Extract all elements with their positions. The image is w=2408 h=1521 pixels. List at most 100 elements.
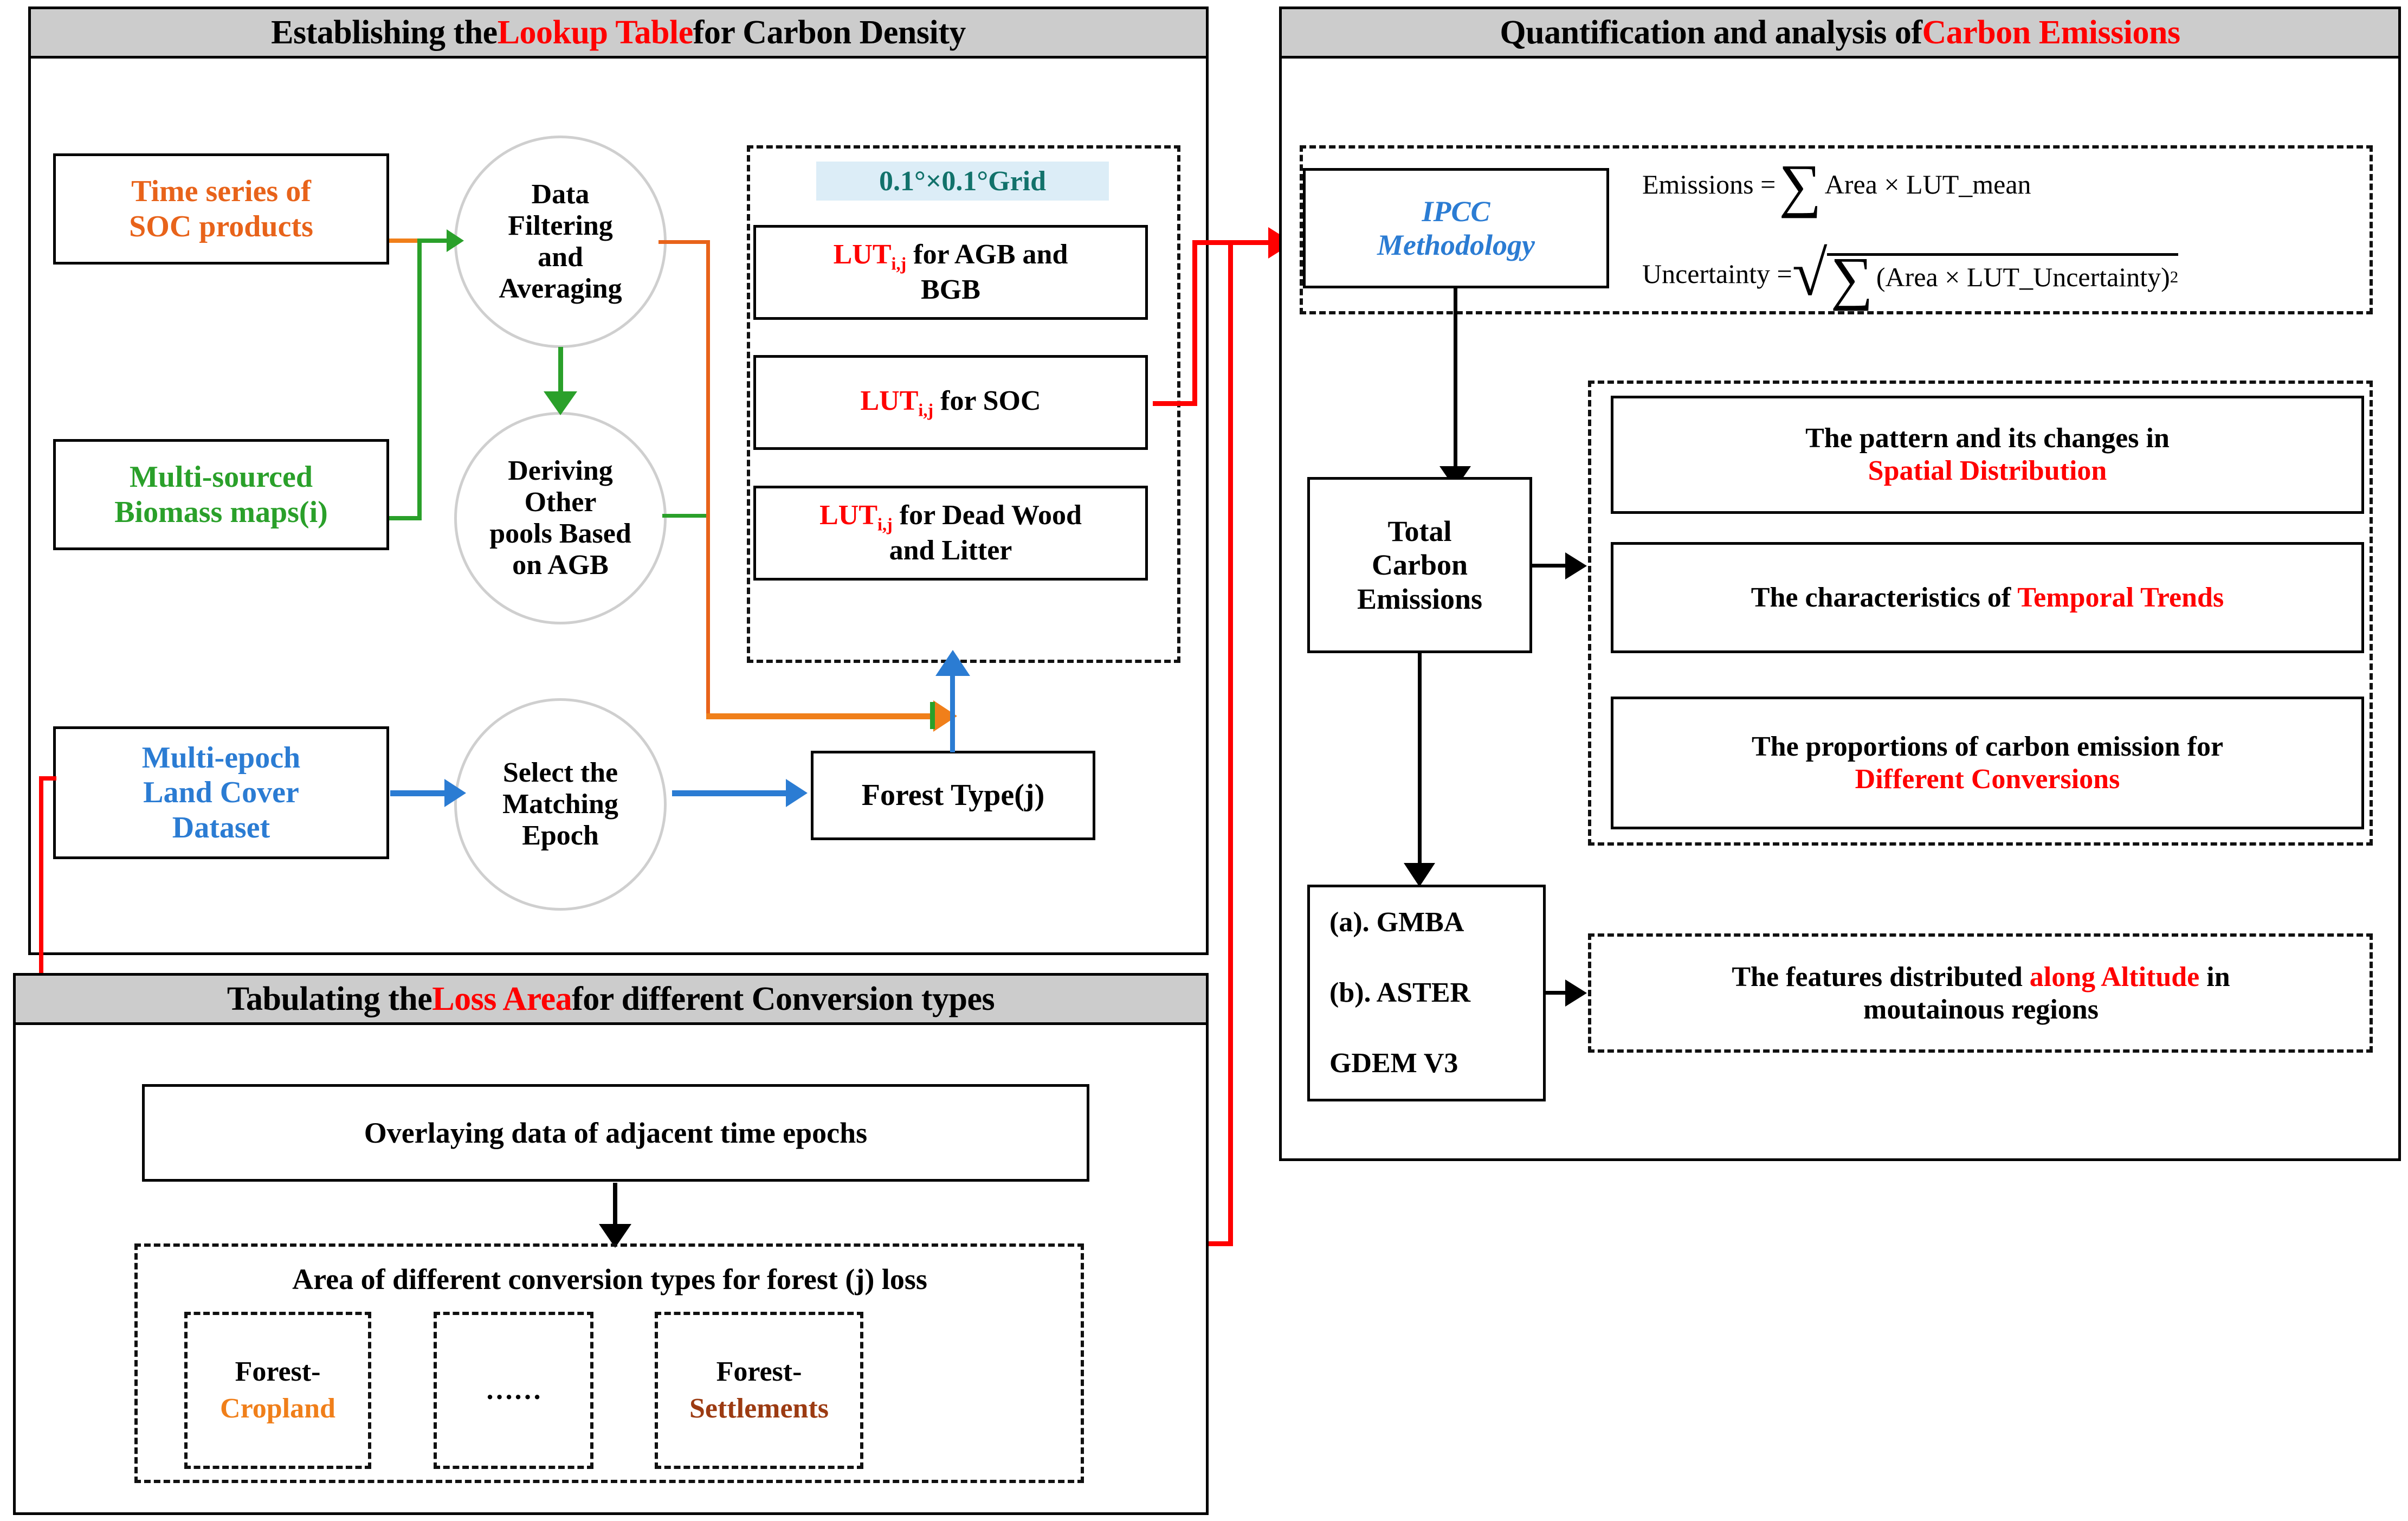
sqrt-radicand: ∑ (Area × LUT_Uncertainty)2 [1827, 248, 2179, 308]
conversion-ellipsis[interactable]: …… [434, 1312, 593, 1469]
arrowhead-black-gmba [1404, 863, 1435, 887]
conversion-forest-cropland[interactable]: Forest- Cropland [184, 1312, 371, 1469]
quant-title-highlight: Carbon Emissions [1922, 14, 2181, 51]
panel-loss-area-header: Tabulating the Loss Area for different C… [13, 973, 1209, 1025]
connector-green-to-filtering [417, 239, 449, 243]
biomass-maps-line2: Biomass maps(i) [114, 495, 328, 529]
area-conversion-title: Area of different conversion types for f… [163, 1256, 1057, 1302]
epoch-line3: Epoch [522, 820, 599, 852]
box-land-cover-dataset[interactable]: Multi-epoch Land Cover Dataset [53, 726, 389, 859]
connector-orange-stub-soc [389, 239, 422, 243]
result-spatial-line2: Spatial Distribution [1868, 455, 2107, 486]
loss-title-highlight: Loss Area [432, 980, 572, 1017]
lut-sub-soc: i,j [918, 400, 934, 420]
biomass-maps-line1: Multi-sourced [129, 460, 313, 494]
lut-sub-agb: i,j [891, 254, 907, 274]
results-group-container [1588, 381, 2373, 846]
result-spatial-line1: The pattern and its changes in [1805, 423, 2170, 454]
box-ipcc-methodology[interactable]: IPCC Methodology [1303, 168, 1609, 288]
box-result-different-conversions[interactable]: The proportions of carbon emission for D… [1611, 697, 2364, 829]
result-altitude-highlight: along Altitude [2029, 961, 2200, 992]
box-result-temporal-trends[interactable]: The characteristics of Temporal Trends [1611, 542, 2364, 653]
arrowhead-blue-epoch [444, 779, 466, 807]
arrowhead-black-results [1565, 552, 1587, 579]
lut-agb-line2: BGB [921, 274, 980, 306]
gmba-line1: (a). GMBA [1329, 907, 1464, 938]
connector-green-biomass-vertical [417, 239, 422, 520]
connector-red-landcover-stub [39, 776, 56, 781]
arrowhead-blue-lut [935, 650, 970, 676]
panel-lookup-table-header: Establishing the Lookup Table for Carbon… [28, 7, 1209, 59]
ipcc-line2: Methodology [1377, 229, 1535, 261]
lookup-title-highlight: Lookup Table [497, 14, 694, 51]
soc-products-line1: Time series of [131, 175, 311, 209]
result-temporal-pre: The characteristics of [1751, 582, 2018, 613]
box-result-altitude: The features distributed along Altitude … [1604, 938, 2358, 1049]
gmba-line2: (b). ASTER [1329, 977, 1471, 1009]
sqrt-icon: √ [1792, 237, 1828, 309]
sqrt-group: √ ∑ (Area × LUT_Uncertainty)2 [1792, 237, 2179, 309]
connector-blue-landcover-epoch [390, 790, 447, 796]
connector-red-lut-horizontal [1192, 240, 1276, 245]
connector-orange-rail-horizontal [706, 713, 937, 719]
conversion-forest-settlements[interactable]: Forest- Settlements [655, 1312, 863, 1469]
overlaying-data-label: Overlaying data of adjacent time epochs [364, 1116, 868, 1149]
lut-soc-text: for SOC [933, 385, 1041, 416]
connector-orange-rail-vertical [706, 240, 710, 717]
arrowhead-blue-foresttype [786, 779, 808, 807]
box-biomass-maps[interactable]: Multi-sourced Biomass maps(i) [53, 439, 389, 550]
lut-sub-dead: i,j [877, 514, 893, 534]
area-conversion-title-label: Area of different conversion types for f… [292, 1262, 927, 1296]
forest-settlements-line2: Settlements [689, 1393, 829, 1424]
connector-black-total-gmba [1418, 653, 1422, 870]
process-data-filtering[interactable]: Data Filtering and Averaging [454, 136, 667, 348]
arrowhead-green-deriving [544, 391, 577, 415]
epoch-line1: Select the [502, 757, 618, 788]
process-select-epoch[interactable]: Select the Matching Epoch [454, 698, 667, 911]
land-cover-line3: Dataset [172, 810, 270, 845]
process-deriving-pools[interactable]: Deriving Other pools Based on AGB [454, 412, 667, 624]
box-total-carbon-emissions[interactable]: Total Carbon Emissions [1307, 477, 1532, 653]
lookup-title-post: for Carbon Density [693, 14, 966, 51]
connector-black-overlay-area [613, 1183, 617, 1230]
methodology-group-container [1300, 145, 2373, 314]
summation-icon: ∑ [1779, 152, 1822, 218]
conversion-ellipsis-label: …… [485, 1375, 542, 1406]
deriving-line2: Other [524, 486, 597, 518]
box-lut-deadwood-litter[interactable]: LUTi,j for Dead Wood and Litter [753, 486, 1148, 581]
connector-red-landcover-vertical [39, 776, 43, 1131]
formula-emissions-lhs: Emissions = [1642, 169, 1776, 199]
forest-type-label: Forest Type(j) [861, 778, 1045, 813]
formula-uncertainty: Uncertainty = √ ∑ (Area × LUT_Uncertaint… [1642, 237, 2179, 309]
lut-agb-text1: for AGB and [906, 239, 1068, 270]
loss-title-post: for different Conversion types [572, 980, 995, 1017]
connector-red-lut-stub [1153, 401, 1197, 406]
total-emissions-line1: Total [1387, 515, 1452, 548]
arrowhead-black-altitude [1565, 979, 1587, 1007]
box-lut-agb-bgb[interactable]: LUTi,j for AGB and BGB [753, 225, 1148, 320]
box-forest-type[interactable]: Forest Type(j) [811, 751, 1095, 840]
formula-emissions-rhs: Area × LUT_mean [1824, 169, 2031, 199]
box-overlaying-data[interactable]: Overlaying data of adjacent time epochs [142, 1084, 1089, 1182]
box-soc-products[interactable]: Time series of SOC products [53, 153, 389, 265]
lut-dead-line2: and Litter [889, 535, 1012, 566]
box-result-spatial-distribution[interactable]: The pattern and its changes in Spatial D… [1611, 396, 2364, 514]
deriving-line1: Deriving [508, 455, 613, 486]
box-gmba-aster[interactable]: (a). GMBA (b). ASTER GDEM V3 [1307, 885, 1546, 1101]
lut-soc-line: LUTi,j for SOC [860, 385, 1041, 420]
lut-prefix-agb: LUT [833, 239, 892, 270]
lut-prefix-soc: LUT [860, 385, 919, 416]
result-altitude-line1: The features distributed along Altitude … [1732, 961, 2230, 994]
panel-quantification-header: Quantification and analysis of Carbon Em… [1279, 7, 2401, 59]
lut-prefix-dead: LUT [819, 499, 878, 531]
loss-title-pre: Tabulating the [227, 980, 432, 1017]
filtering-line4: Averaging [499, 273, 622, 305]
box-lut-soc[interactable]: LUTi,j for SOC [753, 355, 1148, 450]
result-altitude-pre: The features distributed [1732, 961, 2030, 992]
formula-emissions: Emissions = ∑ Area × LUT_mean [1642, 152, 2031, 218]
soc-products-line2: SOC products [129, 209, 313, 243]
filtering-line2: Filtering [508, 210, 613, 241]
total-emissions-line3: Emissions [1357, 582, 1483, 615]
formula-uncertainty-rhs: (Area × LUT_Uncertainty) [1876, 261, 2170, 292]
grid-resolution-chip: 0.1°×0.1°Grid [816, 162, 1109, 201]
